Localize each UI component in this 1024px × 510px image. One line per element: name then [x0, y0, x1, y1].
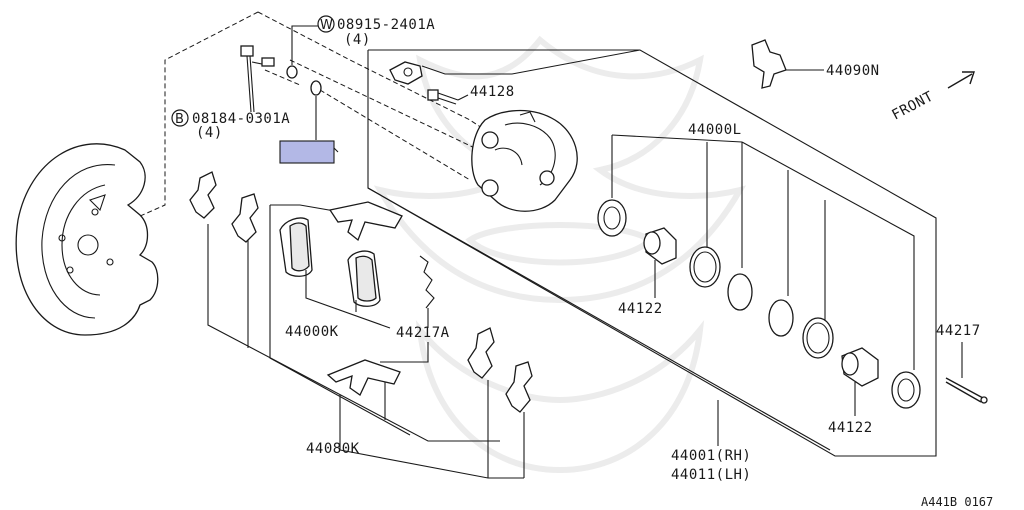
dust-boot-lower[interactable]	[891, 371, 921, 409]
shim-clip-right-1[interactable]	[467, 327, 495, 379]
pin-bolt[interactable]	[427, 89, 459, 105]
pad-kit-frame	[207, 204, 525, 479]
shim-clip-left-1[interactable]	[189, 171, 217, 219]
shim-spring-label[interactable]: 44217A	[396, 325, 450, 341]
caliper-lh-label[interactable]: 44011(LH)	[671, 467, 751, 483]
seal-kit-label[interactable]: 44000L	[688, 122, 742, 138]
washer-circle-symbol: W	[317, 15, 335, 33]
dashed-frame	[119, 11, 501, 226]
bleeder-screw[interactable]	[389, 61, 423, 85]
brake-pad-outer[interactable]	[347, 250, 381, 307]
pad-spring-lower[interactable]	[326, 359, 401, 396]
piston-lower[interactable]	[841, 347, 879, 387]
pad-pin[interactable]	[945, 377, 988, 404]
seal-ring-upper[interactable]	[727, 273, 753, 311]
piston-upper[interactable]	[643, 227, 677, 265]
washer-qty-label: (4)	[344, 32, 371, 48]
piston-seal-lower[interactable]	[802, 317, 834, 359]
pad-spring-upper[interactable]	[328, 201, 403, 242]
pin-bolt-label[interactable]: 44128	[470, 84, 515, 100]
washer-symbol-text: W	[320, 18, 333, 33]
bolt-part-label[interactable]: 08184-0301A	[192, 111, 290, 127]
bolt-circle-symbol: B	[171, 109, 189, 127]
backing-plate[interactable]	[15, 143, 159, 336]
lock-washer[interactable]	[286, 65, 298, 79]
bolt-symbol-text: B	[175, 112, 184, 127]
pad-pin-label[interactable]: 44217	[936, 323, 981, 339]
pad-kit-label[interactable]: 44000K	[285, 324, 339, 340]
diagram-code: A441B 0167	[921, 495, 993, 509]
caliper-body[interactable]	[471, 109, 578, 212]
piston-lower-label[interactable]: 44122	[828, 420, 873, 436]
watermark-logo	[373, 35, 747, 474]
hardware-kit-label[interactable]: 44080K	[306, 441, 360, 457]
mounting-bolt[interactable]	[240, 45, 275, 113]
shim-clip-right-2[interactable]	[505, 361, 533, 413]
dust-boot-upper[interactable]	[597, 199, 627, 237]
caliper-rh-label[interactable]: 44001(RH)	[671, 448, 751, 464]
brake-pad-inner[interactable]	[279, 217, 313, 277]
seal-ring-lower[interactable]	[768, 299, 794, 337]
piston-upper-label[interactable]: 44122	[618, 301, 663, 317]
sleeve-washer[interactable]	[310, 80, 322, 96]
piston-seal-upper[interactable]	[689, 246, 721, 288]
front-arrow-icon	[947, 71, 975, 89]
clip-label[interactable]: 44090N	[826, 63, 880, 79]
highlighted-part[interactable]	[279, 140, 335, 164]
front-label: FRONT	[889, 88, 936, 123]
shim-clip-left-2[interactable]	[231, 193, 259, 243]
washer-part-label[interactable]: 08915-2401A	[337, 17, 435, 33]
shim-spring[interactable]	[419, 255, 435, 309]
retaining-clip[interactable]	[751, 39, 787, 89]
bolt-qty-label: (4)	[196, 125, 223, 141]
